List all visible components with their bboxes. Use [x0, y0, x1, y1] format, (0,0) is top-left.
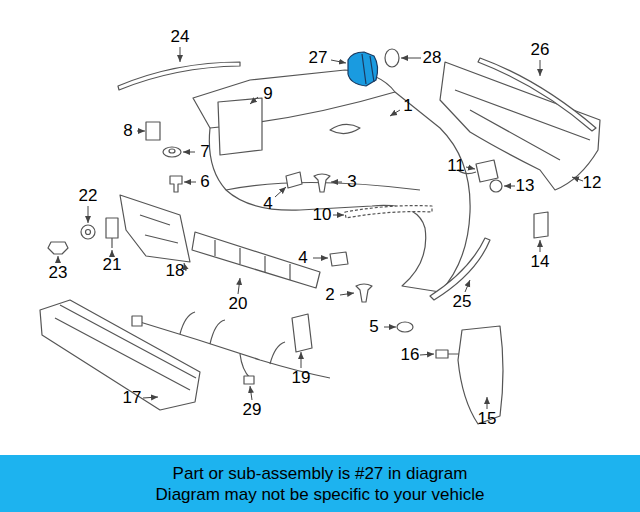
- band-text: Part or sub-assembly is #27 in diagram: [173, 463, 468, 484]
- callout-number: 22: [79, 186, 98, 206]
- callout-number: 3: [347, 172, 356, 192]
- callout-number: 13: [516, 176, 535, 196]
- callout-number: 17: [123, 388, 142, 408]
- callout-number: 29: [243, 400, 262, 420]
- callout-number: 25: [453, 292, 472, 312]
- callout-number: 7: [200, 142, 209, 162]
- callout-number: 4: [298, 248, 307, 268]
- callout-number: 16: [401, 345, 420, 365]
- callout-number: 12: [583, 173, 602, 193]
- callout-number: 14: [531, 252, 550, 272]
- callout-number: 6: [200, 172, 209, 192]
- callout-number: 26: [531, 40, 550, 60]
- callout-number: 24: [171, 27, 190, 47]
- callout-number: 10: [313, 205, 332, 225]
- callout-number: 18: [166, 261, 185, 281]
- callout-number: 8: [123, 121, 132, 141]
- info-band: Part or sub-assembly is #27 in diagramDi…: [0, 455, 640, 512]
- callout-number: 4: [263, 194, 272, 214]
- callout-number: 1: [403, 96, 412, 116]
- band-text: Diagram may not be specific to your vehi…: [156, 484, 485, 505]
- callout-number: 11: [447, 156, 465, 176]
- callout-number: 21: [103, 255, 122, 275]
- callout-number: 23: [49, 263, 68, 283]
- callout-number: 15: [478, 409, 497, 429]
- callout-number: 27: [309, 48, 328, 68]
- callout-number: 5: [369, 317, 378, 337]
- callout-number: 9: [263, 84, 272, 104]
- callout-number: 28: [423, 48, 442, 68]
- callout-number: 19: [292, 368, 311, 388]
- callout-number: 20: [229, 294, 248, 314]
- callout-number: 2: [325, 285, 334, 305]
